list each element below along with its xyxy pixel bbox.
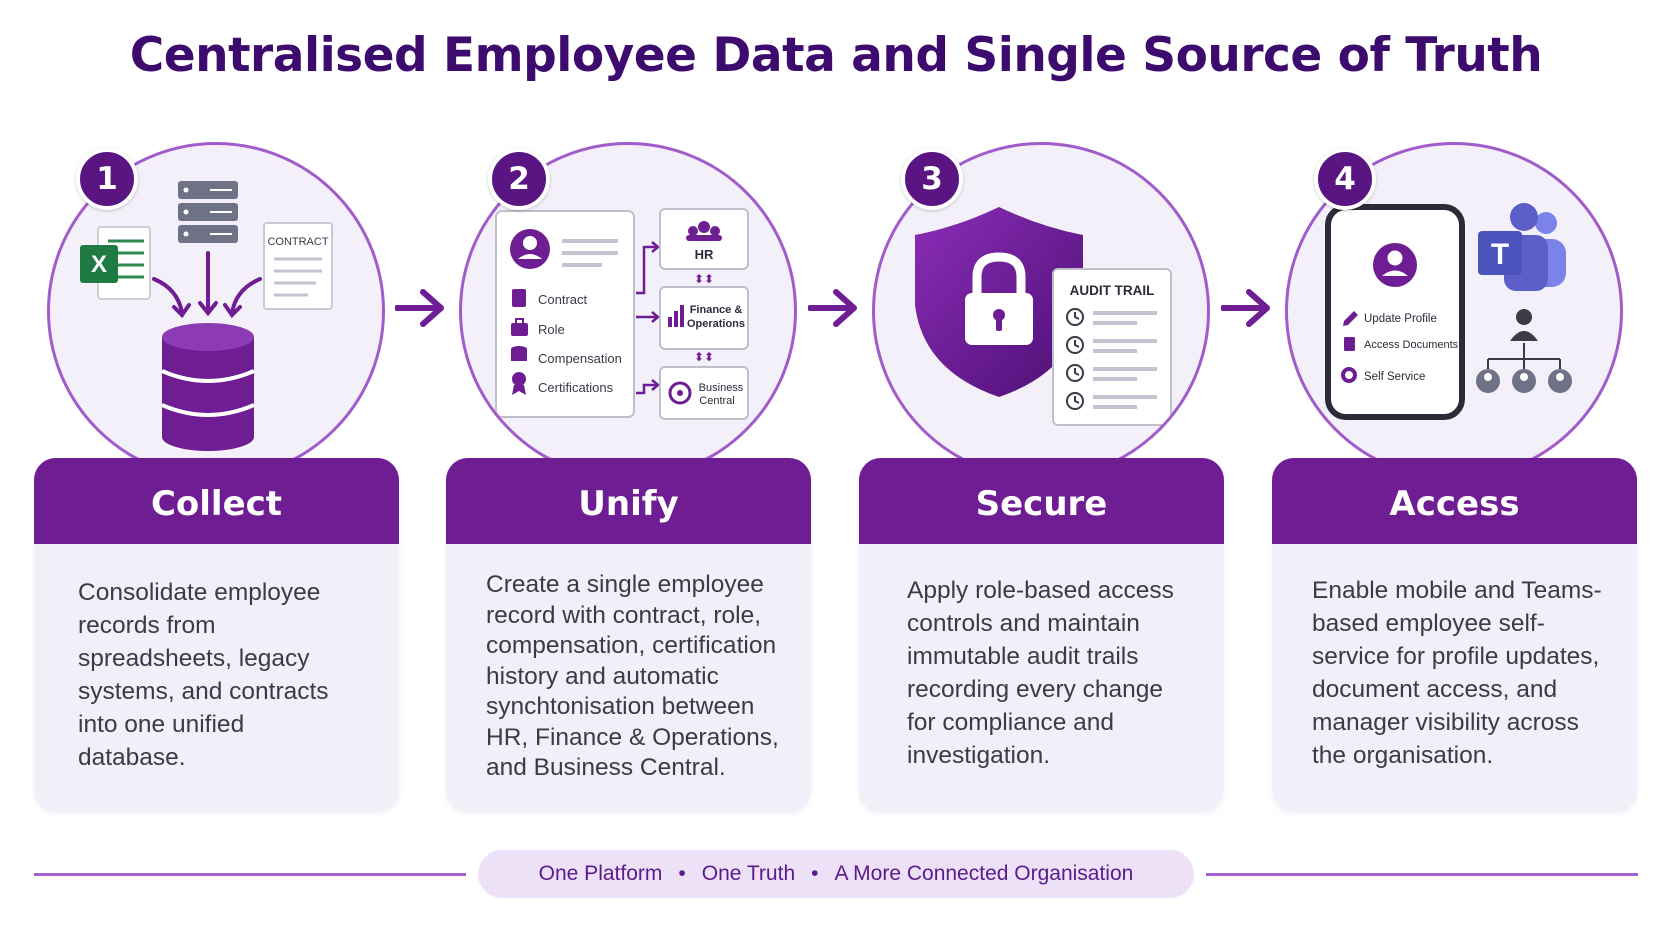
sync-connectors (636, 241, 660, 395)
step-heading: Access (1272, 458, 1637, 544)
award-icon (512, 372, 526, 386)
step-heading: Unify (446, 458, 811, 544)
step-card: Collect Consolidate employee records fro… (34, 458, 399, 812)
step-card: Unify Create a single employee record wi… (446, 458, 811, 812)
phone-item-update-profile: Update Profile (1364, 313, 1437, 325)
mobile-phone-icon: Update Profile Access Documents Self Ser… (1325, 204, 1465, 420)
svg-text:T: T (1491, 238, 1509, 271)
step-number-badge: 4 (1314, 148, 1376, 210)
team-icon (698, 221, 710, 233)
phone-item-access-documents: Access Documents (1364, 339, 1459, 351)
database-icon (161, 323, 255, 451)
edit-icon (1343, 311, 1358, 326)
sync-arrows-icon: ⬍⬍ (694, 350, 714, 364)
step-card: Access Enable mobile and Teams-based emp… (1272, 458, 1637, 812)
org-chart-icon (1476, 309, 1572, 393)
step-description: Apply role-based access controls and mai… (907, 577, 1174, 769)
collect-illustration: X CONTRACT (47, 142, 385, 480)
contract-label: CONTRACT (267, 236, 328, 248)
flow-arrow-icon (395, 289, 444, 327)
flow-arrow-icon (1221, 289, 1270, 327)
clock-icon (1066, 336, 1084, 354)
step-collect: X CONTRACT (34, 142, 399, 812)
collect-arrows (152, 251, 262, 319)
footer-separator: • (678, 862, 686, 885)
step-secure: AUDIT TRAIL 3 Secure Apply role-based ac… (859, 142, 1224, 812)
flow-arrow-icon (808, 289, 857, 327)
svg-text:Central: Central (699, 395, 734, 407)
svg-text:AUDIT TRAIL: AUDIT TRAIL (1070, 283, 1155, 298)
excel-icon: X (80, 226, 151, 300)
network-icon (668, 381, 692, 405)
gear-icon (1341, 367, 1357, 383)
clock-icon (1066, 308, 1084, 326)
step-heading: Collect (34, 458, 399, 544)
system-business-central: Business Central (659, 366, 749, 420)
record-field-contract: Contract (538, 292, 588, 307)
footer-item: One Truth (701, 862, 796, 885)
step-unify: Contract Role Compensation Certification… (446, 142, 811, 812)
step-card: Secure Apply role-based access controls … (859, 458, 1224, 812)
step-number-badge: 3 (901, 148, 963, 210)
server-icon (178, 181, 238, 243)
svg-text:X: X (91, 251, 107, 278)
employee-record-card: Contract Role Compensation Certification… (495, 210, 635, 418)
clock-icon (1066, 392, 1084, 410)
lock-icon (965, 252, 1033, 345)
step-access: Update Profile Access Documents Self Ser… (1272, 142, 1637, 812)
footer-item: One Platform (538, 862, 663, 885)
step-heading: Secure (859, 458, 1224, 544)
record-field-certifications: Certifications (538, 380, 614, 395)
sync-arrows-icon: ⬍⬍ (694, 272, 714, 286)
step-number-badge: 2 (488, 148, 550, 210)
footer-separator: • (811, 862, 819, 885)
svg-text:HR: HR (695, 247, 714, 262)
briefcase-icon (511, 323, 528, 336)
record-field-compensation: Compensation (538, 351, 622, 366)
step-description: Consolidate employee records from spread… (78, 579, 329, 771)
svg-text:Finance &: Finance & (690, 304, 743, 316)
footer-divider-left (34, 873, 466, 876)
clock-icon (1066, 364, 1084, 382)
teams-icon: T (1478, 203, 1566, 291)
system-finance-operations: Finance & Operations (659, 286, 749, 350)
step-number-badge: 1 (76, 148, 138, 210)
contract-icon: CONTRACT (263, 222, 333, 310)
phone-item-self-service: Self Service (1364, 371, 1425, 383)
document-icon (1344, 337, 1355, 351)
unify-illustration: Contract Role Compensation Certification… (459, 142, 797, 480)
svg-text:Operations: Operations (687, 318, 745, 330)
footer-tagline: One Platform • One Truth • A More Connec… (478, 850, 1194, 898)
footer-item: A More Connected Organisation (834, 862, 1134, 885)
record-field-role: Role (538, 322, 565, 337)
footer-divider-right (1206, 873, 1638, 876)
step-description: Enable mobile and Teams-based employee s… (1312, 577, 1602, 769)
document-icon (512, 289, 526, 307)
svg-text:Business: Business (699, 382, 744, 394)
page-title: Centralised Employee Data and Single Sou… (129, 28, 1543, 83)
step-description: Create a single employee record with con… (486, 571, 779, 781)
audit-trail-document: AUDIT TRAIL (1052, 268, 1172, 426)
bar-chart-icon (668, 317, 672, 327)
system-hr: HR (659, 208, 749, 270)
